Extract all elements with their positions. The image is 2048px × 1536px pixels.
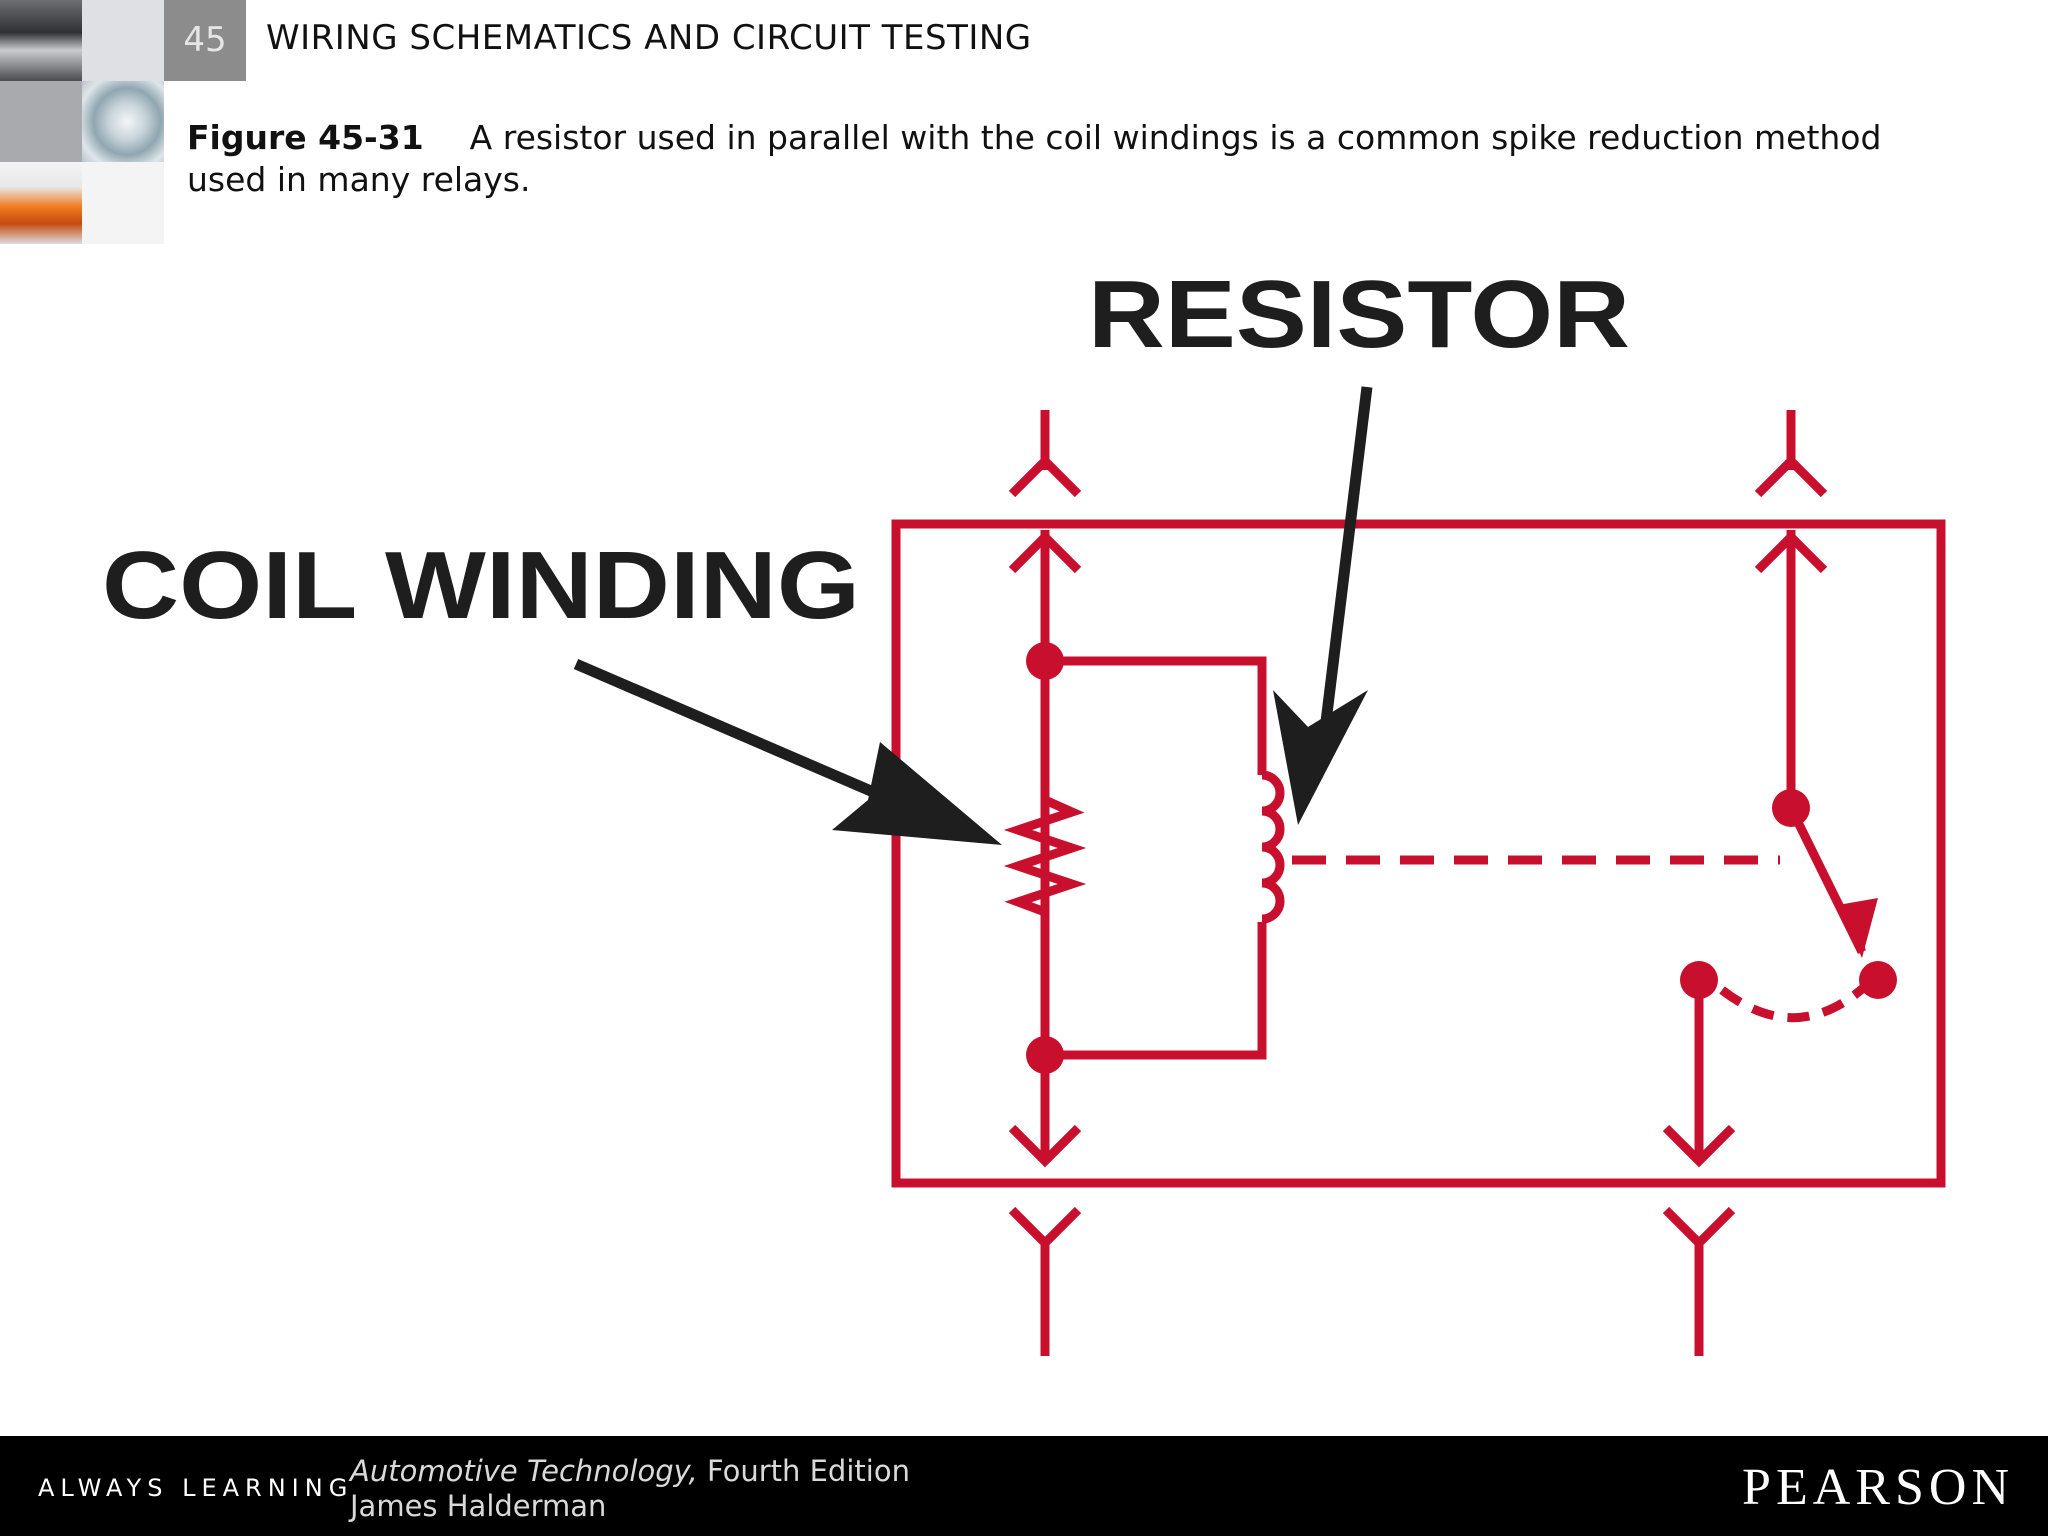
relay-housing bbox=[891, 519, 1946, 1188]
slide-header-title: WIRING SCHEMATICS AND CIRCUIT TESTING bbox=[266, 18, 1032, 58]
figure-label: Figure 45-31 bbox=[187, 118, 424, 157]
footer-book-info: Automotive Technology, Fourth Edition Ja… bbox=[350, 1454, 910, 1524]
resistor-zigzag bbox=[1003, 795, 1087, 917]
car-thumbnail-orange bbox=[0, 162, 82, 244]
decorative-tile bbox=[82, 162, 164, 244]
arrow-top-left bbox=[1008, 530, 1082, 574]
junction-dot bbox=[1772, 789, 1810, 827]
arrow-bottom-left bbox=[1008, 1124, 1082, 1168]
contact-dot bbox=[1859, 961, 1897, 999]
coil-winding-label: COIL WINDING bbox=[102, 532, 860, 639]
book-author: James Halderman bbox=[350, 1489, 607, 1523]
chapter-number-tile: 45 bbox=[164, 0, 246, 81]
footer-bar: ALWAYS LEARNING Automotive Technology, F… bbox=[0, 1436, 2048, 1536]
resistor-callout-arrowhead bbox=[1273, 690, 1368, 825]
terminal-top-left bbox=[1008, 410, 1082, 498]
switch-arrowhead bbox=[1838, 898, 1878, 958]
publisher-logo: PEARSON bbox=[1742, 1459, 2014, 1516]
resistor-label: RESISTOR bbox=[1088, 261, 1630, 368]
arrow-top-right bbox=[1754, 530, 1828, 574]
contact-dot bbox=[1680, 961, 1718, 999]
coil-branch-wire bbox=[1045, 656, 1267, 1060]
terminal-bottom-left bbox=[1008, 1206, 1082, 1356]
terminal-top-right bbox=[1754, 410, 1828, 498]
decorative-tile bbox=[0, 81, 82, 162]
junction-dot bbox=[1026, 1036, 1064, 1074]
chapter-number: 45 bbox=[183, 20, 227, 60]
coil-callout-line bbox=[573, 658, 918, 816]
figure-caption-text: A resistor used in parallel with the coi… bbox=[187, 118, 1882, 199]
resistor-callout-line bbox=[1319, 386, 1373, 731]
terminal-bottom-middle bbox=[1662, 1206, 1736, 1356]
arrow-bottom-middle bbox=[1662, 1124, 1736, 1168]
turbine-thumbnail bbox=[82, 81, 164, 162]
coil-winding bbox=[1261, 770, 1285, 924]
coil-callout-arrowhead bbox=[832, 742, 1002, 845]
footer-tagline: ALWAYS LEARNING bbox=[38, 1474, 354, 1502]
relay-schematic-diagram: RESISTOR COIL WINDING bbox=[102, 261, 1946, 1356]
contact-swing-arc bbox=[1719, 976, 1876, 1023]
book-title: Automotive Technology, bbox=[350, 1454, 698, 1488]
decorative-tile bbox=[82, 0, 164, 81]
car-thumbnail-silver bbox=[0, 0, 82, 81]
book-edition: Fourth Edition bbox=[697, 1454, 910, 1488]
junction-dot bbox=[1026, 642, 1064, 680]
book-title-line: Automotive Technology, Fourth Edition bbox=[350, 1454, 910, 1489]
